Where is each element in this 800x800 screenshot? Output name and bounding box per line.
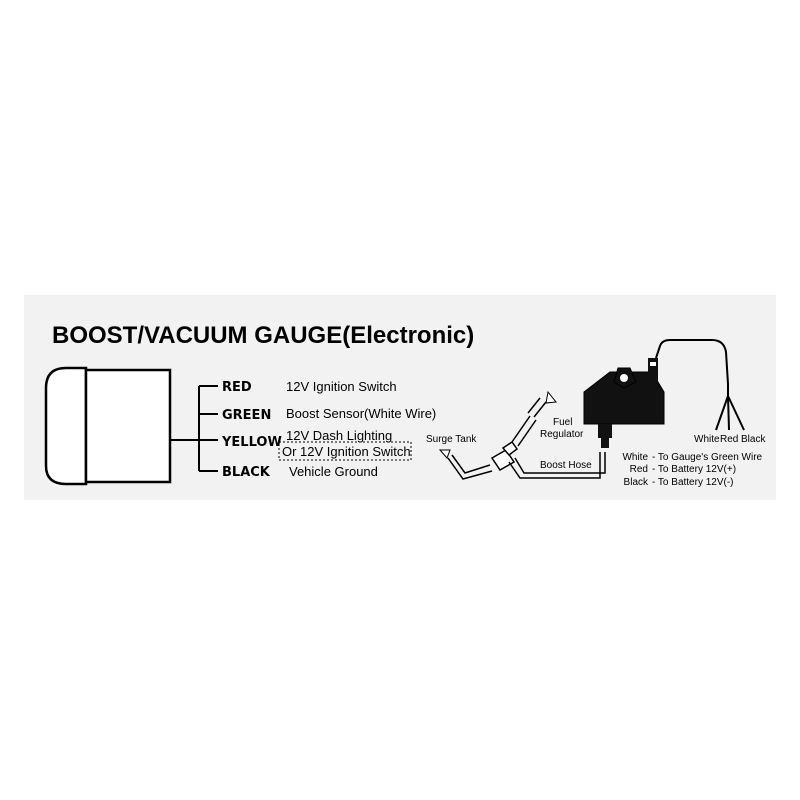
legend-red-wire: Red (630, 464, 648, 475)
fuel-regulator-hose (511, 397, 547, 447)
sensor-cable (655, 339, 745, 431)
wire-red-description: 12V Ignition Switch (286, 379, 397, 394)
legend-white-wire: White (622, 452, 648, 463)
wire-yellow-description: 12V Dash Lighting (286, 428, 392, 443)
wire-green-description: Boost Sensor(White Wire) (286, 406, 436, 421)
wire-red-label: RED (222, 380, 252, 395)
wire-black-label: BLACK (222, 465, 271, 480)
surge-tank-hose (447, 454, 493, 480)
fuel-regulator-arrow (545, 390, 557, 404)
wire-green-label: GREEN (222, 408, 271, 423)
surge-tank-label: Surge Tank (426, 434, 477, 445)
sensor-wire-white-label: White (694, 434, 720, 445)
wire-yellow-alt-description: Or 12V Ignition Switch (282, 444, 411, 459)
surge-tank-arrow (438, 449, 451, 459)
legend-white-target: - To Gauge's Green Wire (652, 452, 763, 463)
boost-hose-label: Boost Hose (540, 460, 592, 471)
fuel-regulator-label-line1: Fuel (553, 417, 572, 428)
sensor-wire-black-label: Black (741, 434, 766, 445)
sensor-wire-red-label: Red (720, 434, 738, 445)
legend-red-target: - To Battery 12V(+) (652, 464, 736, 475)
wire-yellow-label: YELLOW (221, 435, 282, 450)
t-fitting (490, 440, 519, 471)
legend-black-wire: Black (624, 477, 649, 488)
boost-hose (508, 452, 606, 479)
alt-connection-box (278, 441, 412, 461)
legend-black-target: - To Battery 12V(-) (652, 477, 734, 488)
gauge-body (44, 366, 172, 486)
wire-harness (170, 385, 218, 472)
boost-sensor (583, 358, 665, 448)
diagram-title: BOOST/VACUUM GAUGE(Electronic) (52, 322, 474, 349)
wire-black-description: Vehicle Ground (289, 464, 378, 479)
fuel-regulator-label-line2: Regulator (540, 429, 584, 440)
